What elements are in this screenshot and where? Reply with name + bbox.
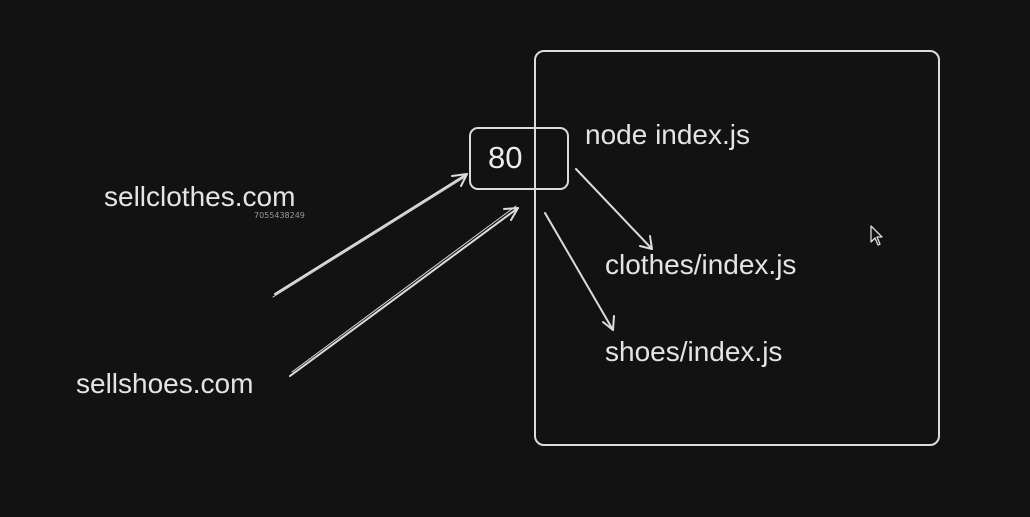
watermark-text: 7055438249 (254, 211, 305, 220)
domain-sellclothes: sellclothes.com (104, 181, 296, 212)
server-box (534, 50, 940, 446)
arrow-shoes-to-port (289, 205, 519, 377)
port-box (469, 127, 569, 190)
domain-sellshoes: sellshoes.com (76, 368, 254, 399)
arrow-clothes-to-port (272, 173, 468, 298)
mouse-pointer-icon (870, 225, 883, 246)
server-command: node index.js (585, 119, 751, 150)
arrow-port-to-shoes (544, 212, 615, 331)
route-clothes-file: clothes/index.js (605, 249, 797, 280)
route-shoes-file: shoes/index.js (605, 336, 783, 367)
port-label: 80 (488, 140, 523, 175)
arrow-port-to-clothes (575, 168, 653, 250)
